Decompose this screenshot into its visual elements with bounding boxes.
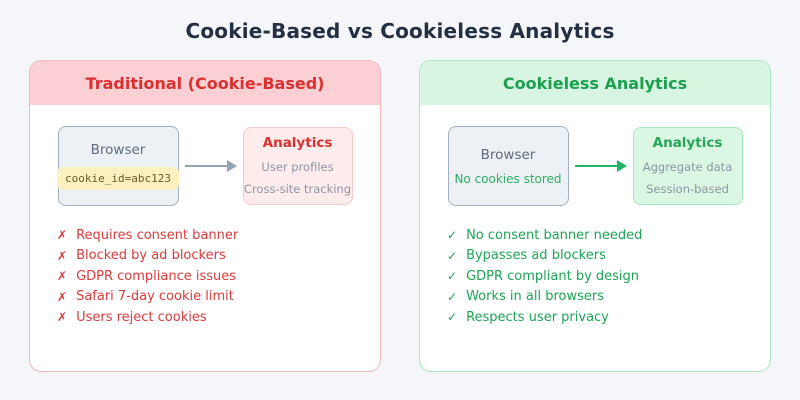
list-item-label: Users reject cookies (76, 309, 207, 325)
list-item-label: No consent banner needed (466, 227, 643, 243)
cookieless-browser-node: Browser No cookies stored (447, 126, 569, 206)
list-item-label: Requires consent banner (76, 227, 239, 243)
traditional-panel-header: Traditional (Cookie-Based) (30, 61, 380, 105)
check-icon: ✓ (447, 228, 458, 243)
list-item-label: Safari 7-day cookie limit (76, 289, 234, 305)
cookieless-checklist: ✓ No consent banner needed ✓ Bypasses ad… (420, 225, 770, 328)
browser-node-label: Browser (480, 146, 536, 163)
list-item: ✗ Users reject cookies (57, 307, 380, 328)
traditional-browser-node: Browser cookie_id=abc123 (57, 126, 179, 206)
analytics-node-label: Analytics (652, 134, 723, 151)
cookieless-panel: Cookieless Analytics Browser No cookies … (419, 60, 771, 372)
cookieless-flow-diagram: Browser No cookies stored Analytics Aggr… (420, 126, 770, 206)
cross-icon: ✗ (57, 310, 68, 325)
browser-node-label: Browser (90, 142, 146, 158)
analytics-node-line: User profiles (261, 159, 334, 174)
list-item: ✗ Safari 7-day cookie limit (57, 287, 380, 308)
traditional-analytics-node: Analytics User profiles Cross-site track… (242, 127, 353, 205)
list-item: ✗ GDPR compliance issues (57, 266, 380, 287)
list-item: ✗ Blocked by ad blockers (57, 246, 380, 267)
arrow-shaft (184, 164, 227, 168)
list-item: ✓ Respects user privacy (447, 307, 770, 328)
traditional-flow-diagram: Browser cookie_id=abc123 Analytics User … (30, 126, 380, 206)
cookie-id-badge: cookie_id=abc123 (57, 167, 179, 190)
no-cookies-note: No cookies stored (454, 171, 562, 186)
check-icon: ✓ (447, 289, 458, 304)
list-item-label: Works in all browsers (466, 289, 604, 305)
cross-icon: ✗ (57, 228, 68, 243)
list-item-label: Bypasses ad blockers (466, 248, 606, 264)
page-title: Cookie-Based vs Cookieless Analytics (185, 19, 615, 43)
list-item-label: GDPR compliant by design (466, 268, 640, 284)
analytics-node-line: Aggregate data (642, 159, 733, 174)
analytics-node-line: Session-based (646, 181, 729, 196)
analytics-node-line: Cross-site tracking (243, 181, 352, 196)
cross-icon: ✗ (57, 269, 68, 284)
cross-icon: ✗ (57, 248, 68, 263)
right-arrow-icon (184, 160, 237, 172)
traditional-panel: Traditional (Cookie-Based) Browser cooki… (29, 60, 381, 372)
list-item-label: Respects user privacy (466, 309, 609, 325)
list-item: ✗ Requires consent banner (57, 225, 380, 246)
traditional-checklist: ✗ Requires consent banner ✗ Blocked by a… (30, 225, 380, 328)
arrow-head (616, 160, 627, 172)
check-icon: ✓ (447, 310, 458, 325)
comparison-panels: Traditional (Cookie-Based) Browser cooki… (0, 60, 800, 372)
list-item-label: GDPR compliance issues (76, 268, 237, 284)
list-item: ✓ GDPR compliant by design (447, 266, 770, 287)
list-item: ✓ Works in all browsers (447, 287, 770, 308)
arrow-head (226, 160, 237, 172)
analytics-node-label: Analytics (262, 134, 333, 151)
cross-icon: ✗ (57, 289, 68, 304)
arrow-shaft (574, 164, 617, 168)
cookieless-analytics-node: Analytics Aggregate data Session-based (632, 127, 743, 205)
check-icon: ✓ (447, 269, 458, 284)
list-item: ✓ Bypasses ad blockers (447, 246, 770, 267)
cookieless-panel-header: Cookieless Analytics (420, 61, 770, 105)
right-arrow-icon (574, 160, 627, 172)
check-icon: ✓ (447, 248, 458, 263)
list-item: ✓ No consent banner needed (447, 225, 770, 246)
list-item-label: Blocked by ad blockers (76, 248, 226, 264)
